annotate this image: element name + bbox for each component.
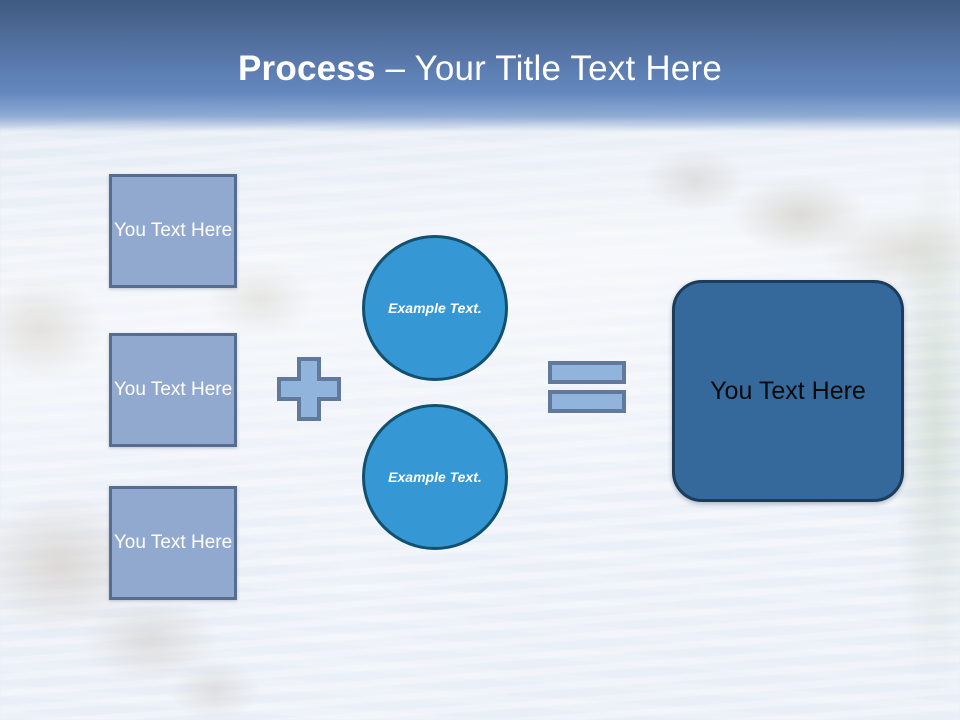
input-box-3[interactable]: You Text Here [109,486,237,600]
page-title: Process – Your Title Text Here [0,48,960,90]
result-box[interactable]: You Text Here [672,280,904,502]
result-box-label: You Text Here [710,376,866,405]
equals-sign-icon [548,361,626,413]
page-title-strong: Process [238,49,376,88]
input-box-2[interactable]: You Text Here [109,333,237,447]
circle-1-label: Example Text. [388,300,482,316]
page-title-rest: – Your Title Text Here [375,49,722,88]
input-box-3-label: You Text Here [113,532,233,553]
circle-2[interactable]: Example Text. [362,404,508,550]
circle-2-label: Example Text. [388,469,482,485]
plus-sign-icon [277,357,341,421]
input-box-2-label: You Text Here [113,379,233,400]
input-box-1[interactable]: You Text Here [109,174,237,288]
title-band [0,0,960,132]
circle-1[interactable]: Example Text. [362,235,508,381]
input-box-1-label: You Text Here [113,220,233,241]
